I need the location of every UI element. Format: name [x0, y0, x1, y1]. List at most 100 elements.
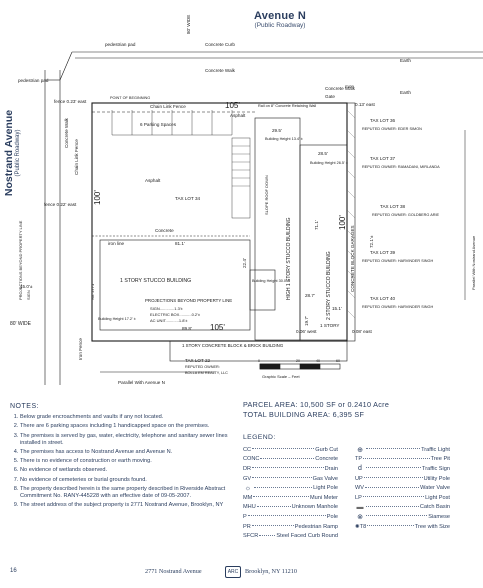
- light-pole-icon: ☼: [244, 484, 252, 492]
- legend-label: Siamese: [428, 513, 450, 520]
- legend-label: Steel Faced Curb Round: [276, 533, 338, 540]
- siamese-icon: ⊗: [357, 513, 363, 521]
- label-rail-retaining: Rail on 8" Concrete Retaining Wall: [258, 104, 316, 108]
- legend-row: MHU Unknown Manhole: [243, 503, 338, 513]
- label-80-wide: 80' WIDE: [186, 15, 191, 34]
- label-pedestrian-pad: pedestrian pad: [18, 78, 49, 83]
- label-asphalt: Asphalt: [145, 178, 161, 183]
- legend-label: Drain: [324, 465, 338, 472]
- legend-code: P: [243, 513, 247, 520]
- note-item: No evidence of wetlands observed.: [20, 467, 235, 474]
- legend-row: ✺T8 Tree with Size: [355, 522, 450, 532]
- label-one-story: 1 STORY: [320, 323, 340, 328]
- label-building-height: 29.5': [272, 128, 282, 133]
- label-dim-71: 71.1': [314, 220, 319, 230]
- legend-code: MM: [243, 494, 253, 501]
- label-parking-spaces: 6 Parking Spaces: [140, 122, 177, 127]
- tree-icon: ✺T8: [355, 523, 367, 530]
- legend-row: ☼ Light Pole: [243, 483, 338, 493]
- legend-row: LP Light Post: [355, 493, 450, 503]
- label-80-wide: 80' WIDE: [10, 321, 32, 327]
- notes-heading: NOTES:: [10, 403, 40, 410]
- note-item: There is no evidence of construction or …: [20, 458, 235, 465]
- building-area: TOTAL BUILDING AREA: 6,395 SF: [243, 410, 365, 419]
- legend-label: Gurb Cut: [315, 446, 338, 453]
- label-building-height: Building Height 26.5' ±: [310, 161, 348, 165]
- label-garages: CONCRETE BLOCK GARAGES: [350, 225, 355, 292]
- label-iron-fence: Iron Fence: [78, 338, 83, 360]
- graphic-scale: [259, 363, 341, 370]
- legend-label: Pedestrian Ramp: [294, 523, 338, 530]
- catch-basin-icon: ▬: [356, 503, 364, 511]
- notes-section: NOTES: Below grade encroachments and vau…: [10, 403, 235, 511]
- legend-label: Light Post: [425, 494, 450, 501]
- label-concrete-walk: Concrete Walk: [64, 117, 69, 148]
- label-projection-ac: AC UNIT............1.8'±: [150, 318, 188, 323]
- note-item: Below grade encroachments and vaults if …: [20, 414, 235, 421]
- legend-row: ⊕ Traffic Light: [355, 445, 450, 455]
- legend-label: Pole: [326, 513, 338, 520]
- label-owner: REPUTED OWNER: GOLDBERG ARIE: [372, 213, 440, 217]
- legend-row: PR Pedestrian Ramp: [243, 522, 338, 532]
- legend-code: LP: [355, 494, 362, 501]
- label-high-stucco: HIGH 1 STORY STUCCO BUILDING: [286, 217, 292, 300]
- label-tax-lot-40: TAX LOT 40: [370, 296, 396, 301]
- label-dim-89: 89.8': [182, 326, 192, 331]
- scale-tick: 0: [258, 359, 260, 363]
- label-projection-electric: ELECTRIC BOX...........0.2'±: [150, 312, 201, 317]
- note-item: The premises is served by gas, water, el…: [20, 433, 235, 447]
- areas-block: PARCEL AREA: 10,500 SF or 0.2410 Acre TO…: [243, 400, 389, 420]
- legend-label: Concrete: [315, 456, 338, 463]
- label-chain-link: Chain Link Fence: [74, 139, 79, 175]
- legend-code: MHU: [243, 504, 256, 511]
- notes-list: Below grade encroachments and vaults if …: [10, 414, 235, 509]
- legend-code: PR: [243, 523, 251, 530]
- label-tax-lot-38: TAX LOT 38: [380, 204, 406, 209]
- building-2-story: [299, 144, 348, 341]
- note-item: There are 6 parking spaces including 1 h…: [20, 423, 235, 430]
- legend-label: Unknown Manhole: [291, 504, 338, 511]
- survey-plan: pedestrian pad pedestrian pad Concrete C…: [10, 15, 483, 385]
- note-item: The street address of the subject proper…: [20, 502, 235, 509]
- page-number: 16: [10, 568, 17, 574]
- label-dim-15: 15.1': [332, 306, 342, 311]
- label-projections: PROJECTIONS BEYOND PROPERTY LINE: [145, 298, 232, 303]
- label-dim-19: 19.7': [304, 316, 309, 326]
- label-building-height: 28.5': [318, 151, 328, 156]
- label-asphalt: Asphalt: [230, 113, 246, 118]
- label-dim-81: 81.1': [175, 241, 185, 246]
- legend-row: ⊗ Siamese: [355, 512, 450, 522]
- legend-label: Traffic Light: [421, 446, 450, 453]
- legend-label: Light Pole: [313, 485, 338, 492]
- label-building-height: Building Height 30.0' ±: [252, 279, 290, 283]
- label-projection-sign: SIGN.............1.3'±: [150, 306, 184, 311]
- legend-code: WV: [355, 485, 365, 492]
- label-address-number: No. 2771: [90, 283, 95, 300]
- label-chain-link-fence: Chain Link Fence: [150, 104, 186, 109]
- label-owner: REPUTED OWNER: EDER SIMON: [362, 127, 422, 131]
- label-sign: SIGN: [26, 290, 31, 300]
- label-dim-15: 15.0'±: [20, 284, 33, 289]
- label-iron-line: iron line: [108, 241, 125, 246]
- legend-code: CC: [243, 446, 252, 453]
- legend-code: GV: [243, 475, 252, 482]
- label-pedestrian-pad: pedestrian pad: [105, 42, 136, 47]
- legend-row: ▬Catch Basin: [355, 503, 451, 513]
- label-fence: fence 0.23' east: [54, 99, 87, 104]
- legend-label: Traffic Sign: [422, 465, 450, 472]
- note-item: No evidence of cemeteries or burial grou…: [20, 477, 235, 484]
- label-dim-28: 28.7': [305, 293, 315, 298]
- traffic-light-icon: ⊕: [357, 446, 363, 454]
- label-dim-105: 105': [225, 101, 240, 110]
- label-gate: Gate: [325, 94, 335, 99]
- legend-label: Tree with Size: [414, 523, 450, 530]
